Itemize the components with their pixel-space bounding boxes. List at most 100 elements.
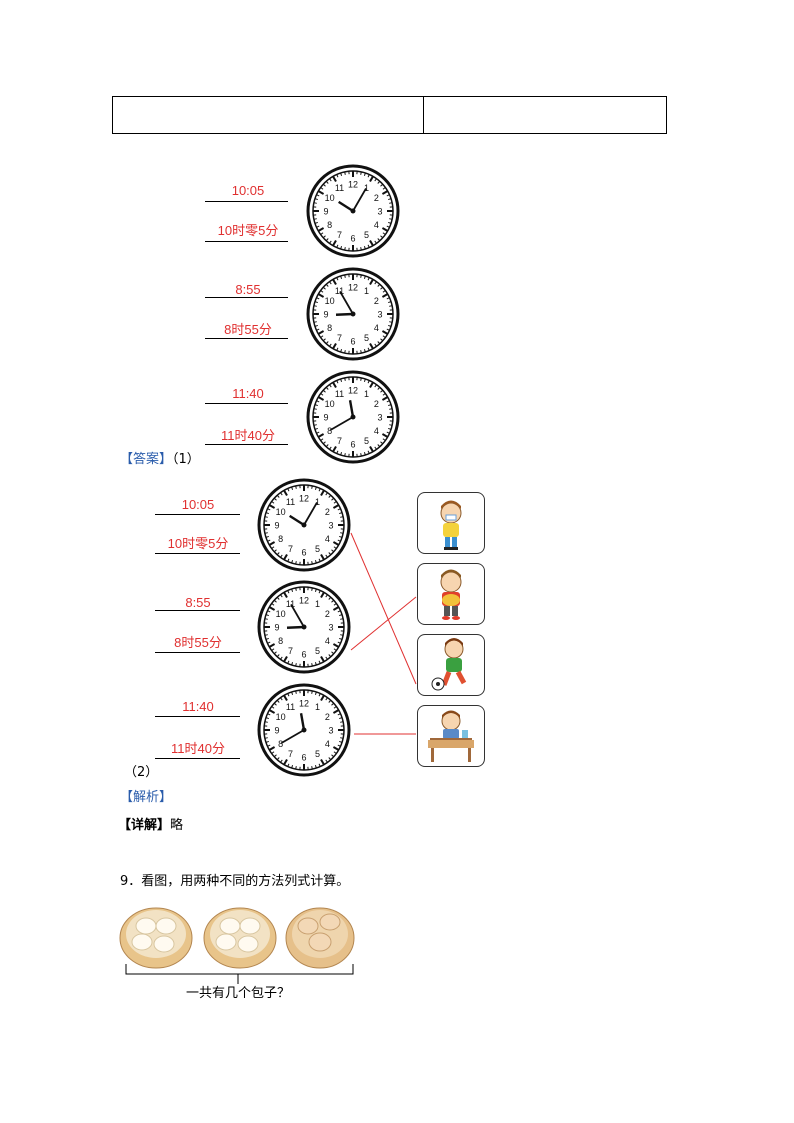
answer-line bbox=[205, 241, 288, 242]
answer-clock2-chinese: 8时55分 bbox=[174, 635, 222, 650]
clock-numeral: 2 bbox=[325, 507, 330, 517]
clock-numeral: 4 bbox=[325, 534, 330, 544]
minute-hand bbox=[281, 729, 305, 744]
clock-numeral: 12 bbox=[348, 180, 358, 190]
answer-line bbox=[155, 514, 240, 515]
card-studying bbox=[417, 705, 485, 767]
detail-line: 【详解】略 bbox=[118, 818, 183, 834]
minute-hand bbox=[339, 291, 354, 315]
question9-caption: 一共有几个包子？ bbox=[186, 986, 291, 1001]
clock-numeral: 9 bbox=[323, 207, 328, 217]
clock-numeral: 1 bbox=[315, 702, 320, 712]
clock-numeral: 3 bbox=[377, 413, 382, 423]
brace bbox=[125, 964, 354, 975]
answer-line bbox=[205, 403, 288, 404]
boy-studying-icon bbox=[428, 710, 474, 762]
minute-hand bbox=[290, 604, 305, 628]
clock-numeral: 9 bbox=[274, 623, 279, 633]
clock-numeral: 3 bbox=[328, 623, 333, 633]
answer-line bbox=[205, 297, 288, 298]
clock-numeral: 7 bbox=[337, 436, 342, 446]
clock-numeral: 10 bbox=[325, 296, 335, 306]
clock-numeral: 4 bbox=[325, 636, 330, 646]
detail-text: 略 bbox=[170, 818, 184, 833]
hour-hand bbox=[299, 713, 306, 731]
clock-numeral: 1 bbox=[364, 286, 369, 296]
clock-numeral: 2 bbox=[325, 712, 330, 722]
analysis-tag: 【解析】 bbox=[120, 790, 173, 805]
clock-numeral: 12 bbox=[348, 283, 358, 293]
hour-hand bbox=[335, 312, 354, 316]
clock-numeral: 8 bbox=[278, 739, 283, 749]
steamer-3 bbox=[285, 907, 355, 969]
clock-numeral: 12 bbox=[348, 386, 358, 396]
clock-numeral: 7 bbox=[288, 544, 293, 554]
clock3-chinese-label: 11时40分 bbox=[221, 428, 275, 443]
clock-numeral: 1 bbox=[315, 497, 320, 507]
boy-eating-icon bbox=[440, 569, 462, 620]
clock-numeral: 12 bbox=[299, 699, 309, 709]
match-line-1005 bbox=[350, 532, 417, 685]
clock-numeral: 8 bbox=[278, 636, 283, 646]
clock-numeral: 2 bbox=[374, 399, 379, 409]
answer-clock3-digital: 11:40 bbox=[182, 699, 214, 714]
clock-numeral: 10 bbox=[276, 507, 286, 517]
table-cell-1 bbox=[113, 97, 424, 133]
steamer-2 bbox=[203, 907, 277, 969]
clock-numeral: 6 bbox=[301, 753, 306, 763]
answer-clock3-chinese: 11时40分 bbox=[171, 741, 225, 756]
boy-football-icon bbox=[431, 638, 467, 691]
answer-line bbox=[155, 758, 240, 759]
clock2-chinese-label: 8时55分 bbox=[224, 322, 272, 337]
clock3-digital-label: 11:40 bbox=[232, 386, 264, 401]
clock-numeral: 8 bbox=[278, 534, 283, 544]
clock-numeral: 5 bbox=[364, 230, 369, 240]
clock-numeral: 11 bbox=[286, 702, 295, 712]
clock-numeral: 11 bbox=[335, 389, 344, 399]
hour-hand bbox=[338, 200, 354, 213]
answer-clock1-chinese: 10时零5分 bbox=[167, 536, 229, 551]
minute-hand bbox=[330, 416, 354, 431]
minute-hand bbox=[303, 502, 318, 526]
clock-numeral: 5 bbox=[315, 646, 320, 656]
clock-numeral: 6 bbox=[350, 234, 355, 244]
clock-numeral: 4 bbox=[374, 323, 379, 333]
clock-numeral: 7 bbox=[288, 646, 293, 656]
card-brushing-teeth bbox=[417, 492, 485, 554]
detail-tag: 【详解】 bbox=[118, 818, 171, 833]
clock-numeral: 5 bbox=[315, 544, 320, 554]
clock-numeral: 9 bbox=[323, 413, 328, 423]
clock-numeral: 3 bbox=[377, 207, 382, 217]
clock-numeral: 11 bbox=[335, 183, 344, 193]
top-table bbox=[112, 96, 667, 134]
clock-numeral: 9 bbox=[323, 310, 328, 320]
clock-numeral: 7 bbox=[288, 749, 293, 759]
answer-line bbox=[155, 553, 240, 554]
clock-numeral: 2 bbox=[325, 609, 330, 619]
match-line-0855 bbox=[350, 596, 417, 651]
clock1-digital-label: 10:05 bbox=[231, 183, 265, 198]
clock-numeral: 8 bbox=[327, 323, 332, 333]
clock-numeral: 4 bbox=[325, 739, 330, 749]
clock-numeral: 11 bbox=[286, 497, 295, 507]
clock-numeral: 5 bbox=[364, 333, 369, 343]
clock-numeral: 5 bbox=[364, 436, 369, 446]
answer-part1: （1） bbox=[172, 452, 200, 467]
clock-numeral: 6 bbox=[350, 440, 355, 450]
clock-numeral: 10 bbox=[276, 712, 286, 722]
hour-hand bbox=[286, 625, 305, 629]
clock-numeral: 2 bbox=[374, 296, 379, 306]
clock1-chinese-label: 10时零5分 bbox=[217, 223, 279, 238]
clock-numeral: 11 bbox=[335, 286, 344, 296]
baozi-picture bbox=[119, 907, 355, 984]
clock-numeral: 6 bbox=[301, 548, 306, 558]
clock-numeral: 7 bbox=[337, 333, 342, 343]
clock-numeral: 9 bbox=[274, 726, 279, 736]
answer-tag-text: 【答案】 bbox=[120, 452, 173, 467]
